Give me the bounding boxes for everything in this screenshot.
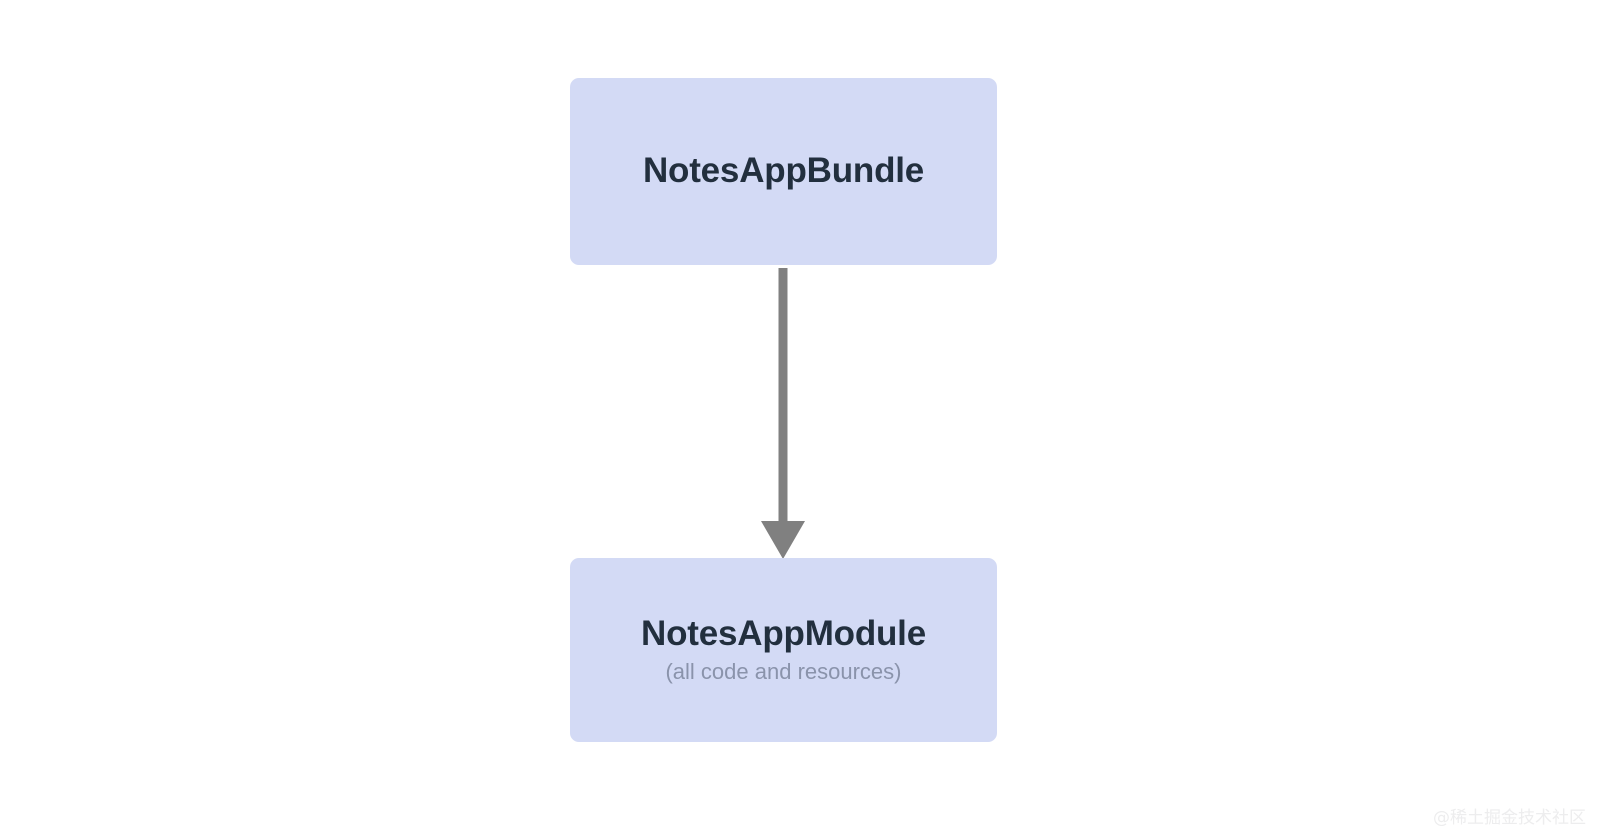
watermark: @稀土掘金技术社区: [1433, 808, 1586, 828]
edge-bundle-to-module: [761, 268, 805, 559]
node-notesappbundle[interactable]: NotesAppBundle: [570, 78, 997, 265]
node-title: NotesAppModule: [641, 613, 926, 653]
node-subtitle: (all code and resources): [665, 659, 902, 685]
node-notesappmodule[interactable]: NotesAppModule (all code and resources): [570, 558, 997, 742]
arrowhead-icon: [761, 521, 805, 559]
node-title: NotesAppBundle: [642, 151, 925, 191]
